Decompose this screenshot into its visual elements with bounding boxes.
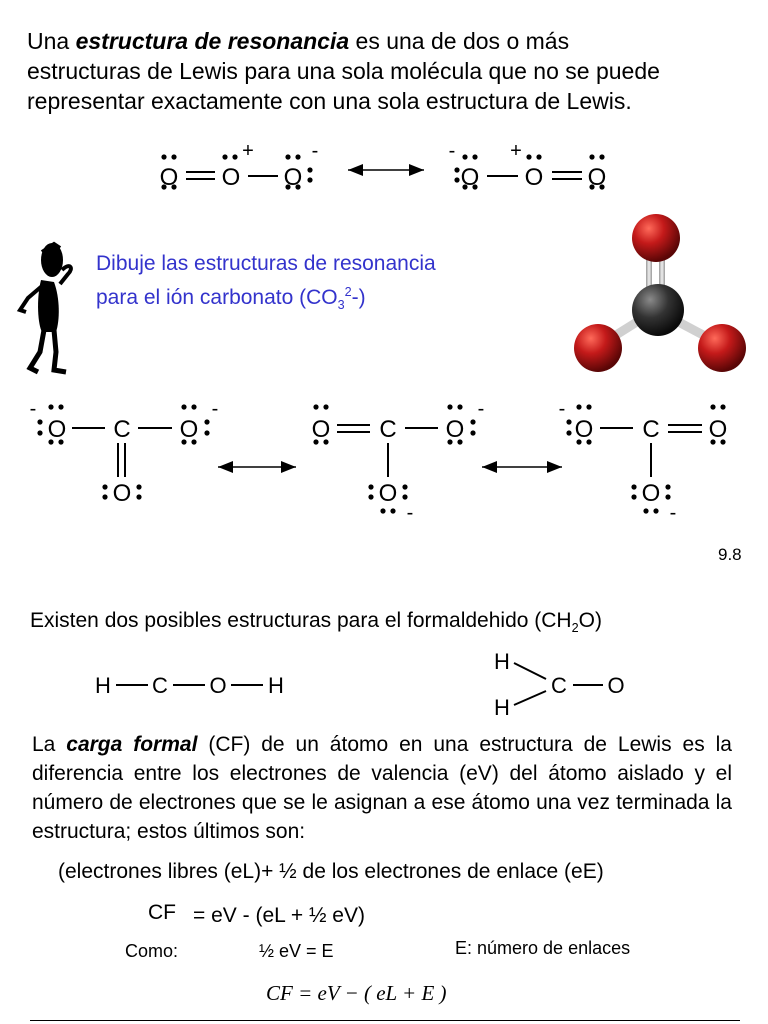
atom-label: O <box>461 164 480 191</box>
thinking-figure-illustration <box>16 241 73 375</box>
atom-label: H <box>95 673 111 698</box>
carbonate-resonance-diagram: - O C O - O O C O - O - - O <box>30 398 728 524</box>
carbon-sphere <box>632 284 684 336</box>
atom-label: O <box>160 164 179 191</box>
cf-formula: = eV - (eL + ½ eV) <box>193 904 365 927</box>
resonance-line-2: estructuras de Lewis para una sola moléc… <box>27 58 660 84</box>
atom-label: O <box>588 164 607 191</box>
atom-label: H <box>494 695 510 720</box>
exercise-line-2: para el ión carbonato (CO32-) <box>96 285 366 313</box>
formaldehyde-structures: H C O H H H C O <box>95 649 625 720</box>
charge-label: - <box>449 140 456 162</box>
atom-label: O <box>113 480 132 507</box>
formaldehyde-text: Existen dos posibles estructuras para el… <box>30 609 602 636</box>
charge-label: - <box>407 502 414 524</box>
atom-label: O <box>525 164 544 191</box>
bottom-rule <box>30 1020 740 1021</box>
charge-label: - <box>478 398 485 420</box>
atom-label: O <box>446 416 465 443</box>
final-formula: CF = eV − ( eL + E ) <box>266 981 447 1005</box>
atom-label: O <box>284 164 303 191</box>
resonance-term: estructura de resonancia <box>75 28 350 54</box>
half-ev-equation: ½ eV = E <box>259 941 334 961</box>
atom-label: O <box>642 480 661 507</box>
atom-label: H <box>494 649 510 674</box>
atom-label: O <box>709 416 728 443</box>
carbonate-3d-model <box>574 214 746 372</box>
resonance-line-1: Una estructura de resonancia es una de d… <box>27 28 570 54</box>
cf-label: CF <box>148 901 176 924</box>
charge-label: - <box>212 398 219 420</box>
resonance-line-3: representar exactamente con una sola est… <box>27 88 632 114</box>
atom-label: O <box>575 416 594 443</box>
resonance-definition: Una estructura de resonancia es una de d… <box>27 26 747 116</box>
carbonate-exercise: Dibuje las estructuras de resonancia par… <box>96 249 546 320</box>
formal-charge-paragraph: La carga formal (CF) de un átomo en una … <box>32 733 732 843</box>
atom-label: C <box>379 416 396 443</box>
oxygen-sphere <box>632 214 680 262</box>
page-number: 9.8 <box>718 545 742 564</box>
como-label: Como: <box>125 941 179 961</box>
exercise-line-1: Dibuje las estructuras de resonancia <box>96 252 436 275</box>
atom-label: C <box>113 416 130 443</box>
charge-label: + <box>242 140 254 162</box>
atom-label: O <box>48 416 67 443</box>
atom-label: O <box>379 480 398 507</box>
atom-label: O <box>209 673 226 698</box>
atom-label: C <box>551 673 567 698</box>
atom-label: O <box>607 673 624 698</box>
oxygen-sphere <box>698 324 746 372</box>
charge-label: - <box>670 502 677 524</box>
charge-label: + <box>510 140 522 162</box>
atom-label: C <box>642 416 659 443</box>
assigned-electrons-text: (electrones libres (eL)+ ½ de los electr… <box>58 860 604 883</box>
formal-charge-term: carga formal <box>66 733 198 756</box>
atom-label: O <box>180 416 199 443</box>
charge-label: - <box>559 398 566 420</box>
atom-label: C <box>152 673 168 698</box>
charge-label: - <box>30 398 37 420</box>
ozone-resonance-diagram: O O + O - - O + O O <box>160 140 607 191</box>
charge-label: - <box>312 140 319 162</box>
e-definition: E: número de enlaces <box>455 938 631 958</box>
oxygen-sphere <box>574 324 622 372</box>
atom-label: O <box>222 164 241 191</box>
atom-label: H <box>268 673 284 698</box>
atom-label: O <box>312 416 331 443</box>
